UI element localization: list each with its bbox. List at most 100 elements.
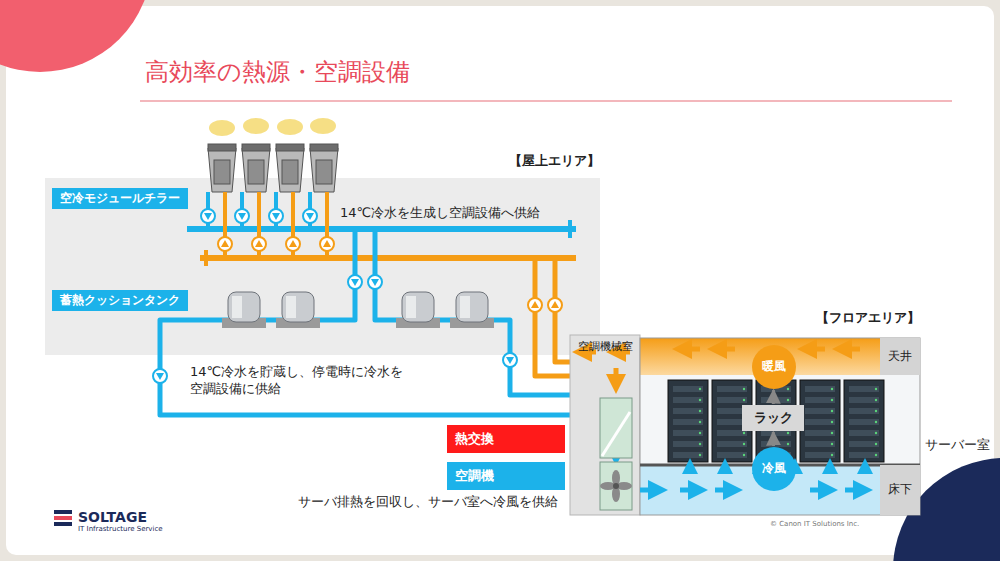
node-text: 熱交換 [455,432,494,447]
rack-led [875,432,877,434]
rack-led [787,432,789,434]
cold-arrow [688,466,692,474]
node-text: ラック [754,411,793,426]
pump [548,298,562,312]
rack-led [699,388,701,390]
server-rack [800,380,840,462]
rack-led [831,443,833,445]
chiller-unit [310,148,338,192]
label-box: 蓄熱クッションタンク [52,290,188,311]
rack-led [699,443,701,445]
note-label: サーバー室 [925,437,990,454]
rack-unit [717,386,747,392]
rack-led [787,388,789,390]
pump-triangle [238,213,246,220]
warm-arrow [717,347,735,352]
rack-led [787,399,789,401]
chiller-fan [242,144,270,151]
cold-arrow [680,488,698,493]
rack-unit [849,386,879,392]
pump-triangle [371,279,379,286]
rack-led [831,421,833,423]
pump-triangle [272,213,280,220]
rack-unit [673,386,703,392]
rack-unit [673,397,703,403]
note-label: サーバ排熱を回収し、サーバ室へ冷風を供給 [298,494,558,511]
rack-unit [805,430,835,436]
rack-unit [805,397,835,403]
rack-unit [849,452,879,458]
pump-triangle [551,301,559,308]
pump [320,237,334,251]
rack-unit [805,441,835,447]
server-rack [844,380,884,462]
cold-air-circle: 冷風 [752,447,796,491]
pump-triangle [306,213,314,220]
rack-led [875,399,877,401]
chiller-panel [214,160,230,184]
rack-unit [805,452,835,458]
note-label: © Canon IT Solutions Inc. [770,520,859,529]
rack-unit [673,419,703,425]
chiller-panel [248,160,264,184]
node-text: 床下 [886,482,914,498]
area-heading: 【フロアエリア】 [816,311,920,326]
rack-unit [717,397,747,403]
rack-led [831,410,833,412]
tank-shine [460,296,470,318]
warm-arrow [614,368,619,384]
pump [286,237,300,251]
note-label: IT Infrastructure Service [78,525,163,534]
rack-led [831,399,833,401]
pump [528,298,542,312]
heat-exchange-box: 熱交換 [447,425,565,453]
rack-led [831,432,833,434]
chiller-panel [282,160,298,184]
pump [252,237,266,251]
slide-title: 高効率の熱源・空調設備 [145,56,410,88]
rack-unit [805,386,835,392]
chiller-unit [242,148,270,192]
cold-arrow [828,466,832,474]
rack-led [831,388,833,390]
underfloor-band: 床下 [640,465,920,515]
chiller-fan [208,144,236,151]
cold-arrow [863,466,867,474]
rack-led [875,410,877,412]
rack-led [743,454,745,456]
connector [772,390,775,404]
rack-unit [849,441,879,447]
chiller-fan [276,144,304,151]
rack-led [787,443,789,445]
node-text: 空調機 [455,469,494,484]
server-rack [668,380,708,462]
pump-triangle [255,240,263,247]
pump-triangle [204,213,212,220]
pump [269,209,283,223]
rack-led [699,454,701,456]
note-label: 14℃冷水を貯蔵し、停電時に冷水を 空調設備に供給 [190,364,418,398]
rack-led [699,432,701,434]
area-heading: 【屋上エリア】 [509,154,600,169]
rack-unit [717,452,747,458]
pump [503,353,517,367]
cold-arrow [810,488,828,493]
pump-triangle [351,279,359,286]
cold-arrow [640,488,658,493]
rack-led [875,421,877,423]
rack-unit [805,419,835,425]
rack-led [743,399,745,401]
rack-unit [849,408,879,414]
rack-label: ラック [742,405,804,431]
rack-unit [673,441,703,447]
warm-arrow [842,347,860,352]
rack-unit [805,408,835,414]
tank [456,292,488,322]
rack-unit [849,397,879,403]
tank [282,292,314,322]
rack-led [699,421,701,423]
tank [228,292,260,322]
machine-room: 空調機械室 [570,335,640,515]
pump [235,209,249,223]
node-text: 空調機械室 [578,341,633,354]
